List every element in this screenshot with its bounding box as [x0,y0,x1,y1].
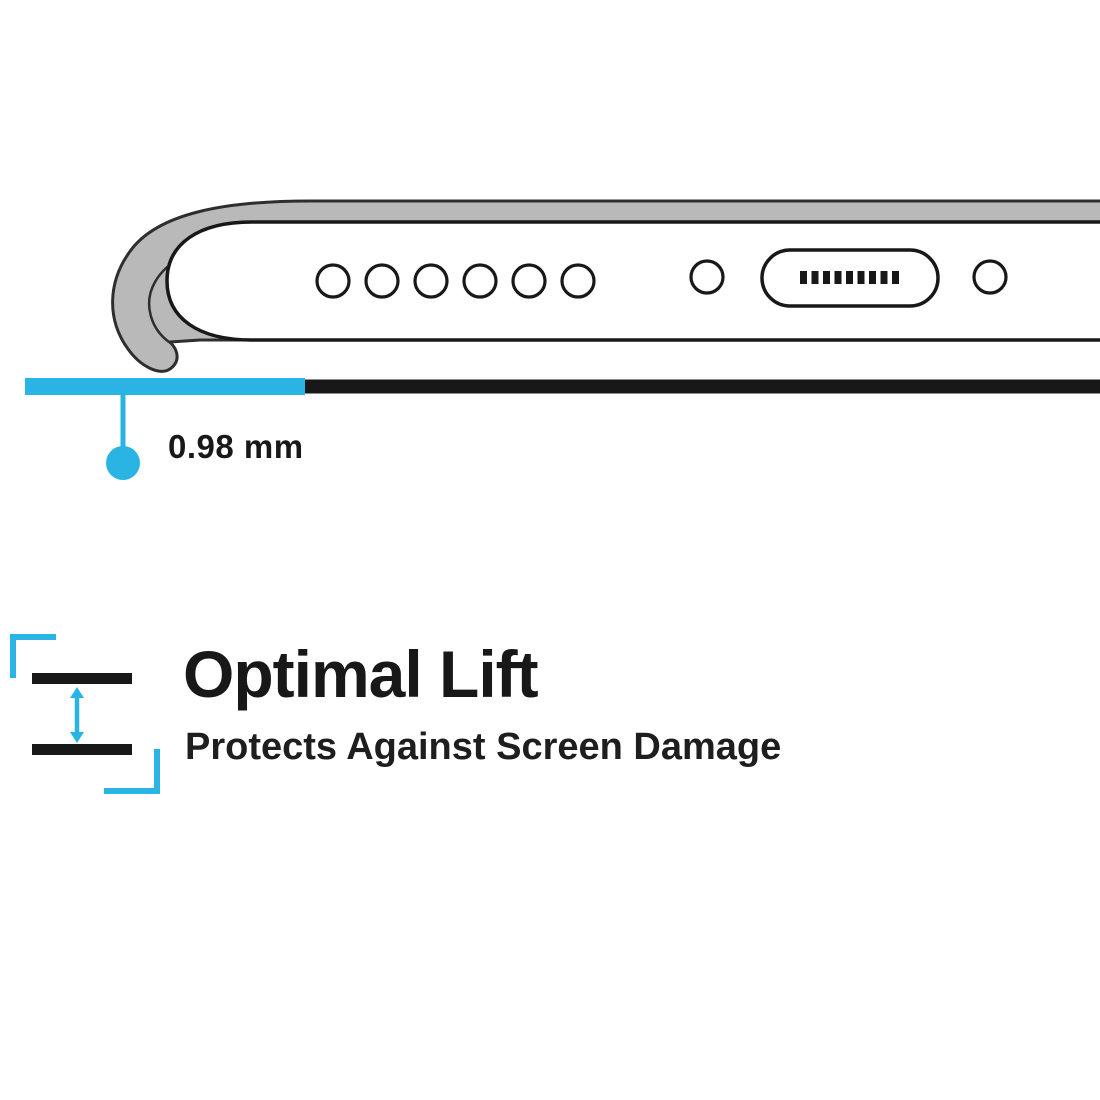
side-hole-icon [972,259,1008,295]
speaker-hole-icon [413,263,449,299]
speaker-hole-icon [315,263,351,299]
speaker-hole-icon [462,263,498,299]
measurement-leader-line [120,394,126,450]
speaker-holes [315,263,596,299]
microphone-hole-icon [689,259,725,295]
speaker-hole-icon [560,263,596,299]
optimal-lift-icon [10,634,160,794]
feature-title: Optimal Lift [183,637,539,711]
phone-body-shape [165,220,1100,342]
surface-bar-black [305,379,1100,394]
phone-edge-illustration [25,199,1100,480]
measurement-value: 0.98 mm [168,428,304,465]
charging-port-pins [800,271,899,284]
upper-surface-bar [32,673,132,684]
lower-surface-bar [32,744,132,755]
measurement-dot-icon [106,446,140,480]
surface-bar-cyan [25,378,305,395]
feature-subtitle: Protects Against Screen Damage [185,726,782,768]
speaker-hole-icon [364,263,400,299]
speaker-hole-icon [511,263,547,299]
gap-arrow-icon [70,687,84,743]
bracket-bottom-right-icon [104,749,160,794]
bracket-top-left-icon [10,634,56,678]
